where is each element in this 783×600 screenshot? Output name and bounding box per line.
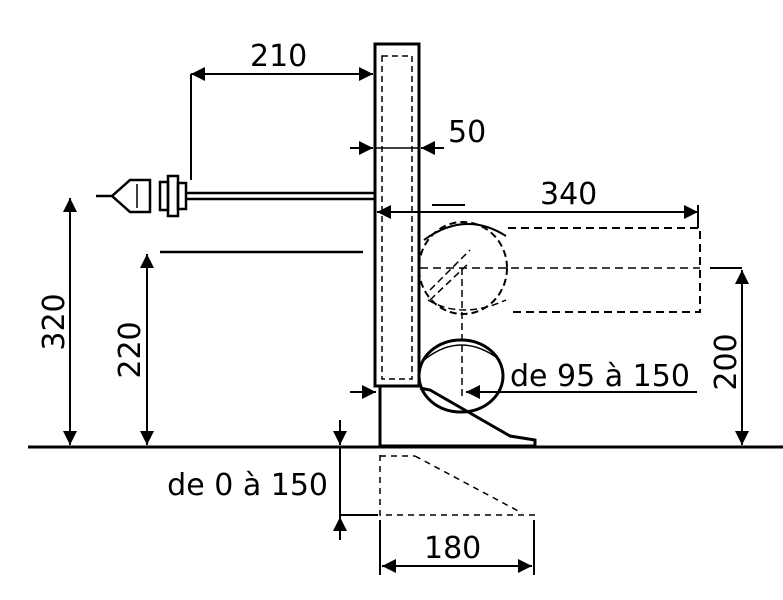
label-210: 210	[250, 39, 307, 74]
drain-pipe-dashed	[418, 221, 700, 400]
dimension-180	[379, 520, 535, 575]
label-320: 320	[37, 293, 72, 350]
label-220: 220	[113, 321, 148, 378]
flush-button-assembly	[96, 174, 375, 218]
label-50: 50	[448, 115, 486, 150]
stand-extension-dashed	[379, 455, 535, 516]
label-0-150: de 0 à 150	[167, 468, 328, 503]
dimension-200	[710, 267, 749, 445]
bowl-outline-dashed	[432, 204, 701, 313]
label-95-150: de 95 à 150	[510, 359, 690, 394]
label-180: 180	[424, 531, 481, 566]
wall-panel	[373, 42, 421, 388]
dimension-340	[377, 205, 699, 228]
label-200: 200	[709, 333, 744, 390]
drain-pipe	[417, 338, 505, 414]
dimension-210	[190, 67, 373, 180]
dimension-0-150	[333, 420, 378, 540]
label-340: 340	[540, 177, 597, 212]
floor-stand	[378, 384, 537, 448]
